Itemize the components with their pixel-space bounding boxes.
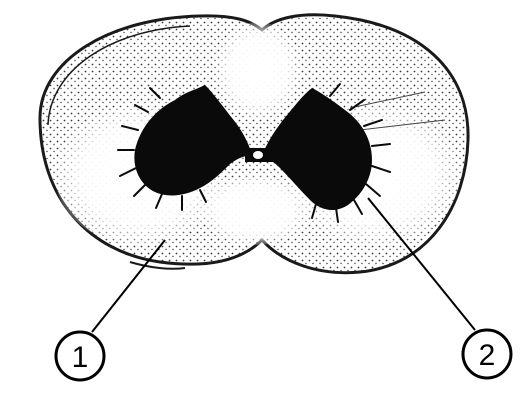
label-2: 2	[463, 330, 511, 378]
label-1: 1	[56, 332, 104, 380]
white-matter	[40, 15, 468, 273]
label-1-text: 1	[72, 341, 89, 374]
label-2-text: 2	[479, 339, 496, 372]
